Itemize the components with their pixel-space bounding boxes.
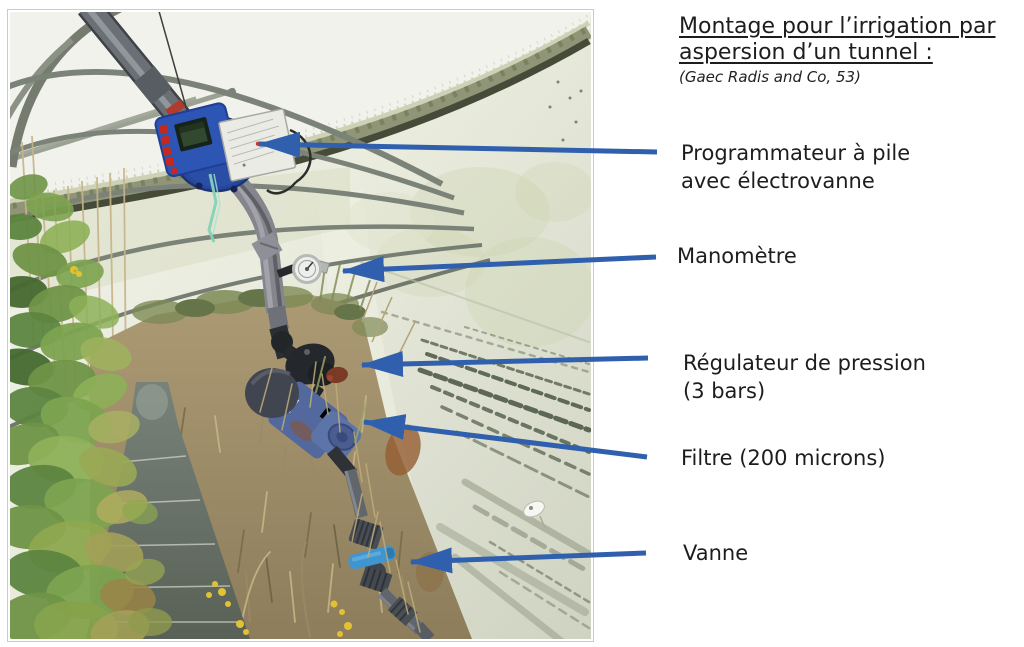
figure-credit: (Gaec Radis and Co, 53)	[679, 68, 861, 86]
yellow-flowers	[70, 266, 352, 637]
crop-plants	[10, 174, 352, 639]
label-manometer: Manomètre	[677, 244, 797, 268]
tunnel-photo-frame	[7, 9, 594, 642]
open-lid-panel	[218, 108, 297, 182]
label-valve: Vanne	[683, 541, 749, 565]
title-line-1: Montage pour l’irrigation par	[679, 14, 996, 39]
programmer-device	[154, 102, 312, 243]
label-filter: Filtre (200 microns)	[681, 446, 886, 470]
green-tie	[207, 173, 218, 243]
pressure-regulator	[269, 324, 348, 405]
supply-pipe	[77, 12, 199, 137]
foreground-grass	[259, 356, 421, 633]
label-programmer: Programmateur à pile avec électrovanne	[681, 141, 911, 193]
white-object	[523, 500, 546, 529]
label-regulator: Régulateur de pression (3 bars)	[683, 351, 926, 403]
tunnel-photo	[10, 12, 591, 639]
title-line-2: aspersion d’un tunnel :	[679, 40, 933, 65]
lower-pipe	[327, 445, 435, 639]
filter-unit	[245, 368, 362, 461]
manometer-gauge	[276, 254, 330, 284]
figure-title: Montage pour l’irrigation par aspersion …	[679, 14, 1024, 86]
red-buttons	[158, 124, 178, 175]
support-wire	[158, 12, 189, 115]
